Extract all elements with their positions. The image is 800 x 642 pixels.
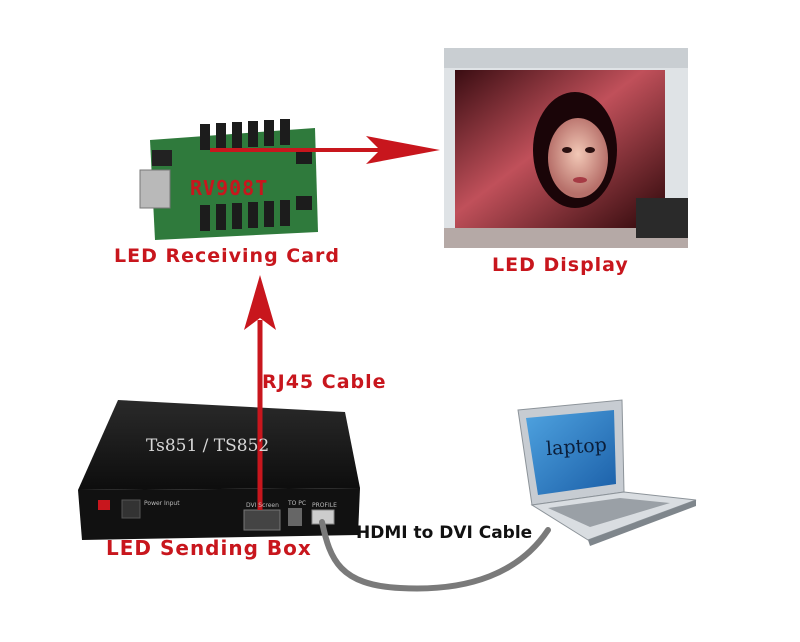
arrow-box-to-card — [244, 275, 276, 510]
rj45-cable-label: RJ45 Cable — [262, 371, 387, 393]
sending-box-model-text: Ts851 / TS852 — [146, 436, 270, 456]
sending-box-image — [78, 400, 360, 540]
profile-label: PROFILE — [312, 502, 337, 509]
sending-box-label: LED Sending Box — [106, 536, 312, 560]
hdmi-cable-label: HDMI to DVI Cable — [356, 523, 533, 543]
hdmi-cable — [319, 519, 551, 592]
to-pc-label: TO PC — [288, 500, 307, 507]
receiving-card-label: LED Receiving Card — [114, 245, 341, 267]
power-input-label: Power Input — [144, 500, 180, 507]
display-label: LED Display — [492, 254, 629, 276]
laptop-image — [517, 399, 697, 546]
laptop-screen-text: laptop — [545, 433, 608, 461]
receiving-card-image — [139, 119, 318, 240]
arrow-card-to-display — [210, 136, 440, 164]
dvi-screen-label: DVI Screen — [246, 502, 279, 509]
receiving-card-chip-text: RV908T — [190, 176, 269, 200]
led-display-image — [444, 48, 688, 248]
